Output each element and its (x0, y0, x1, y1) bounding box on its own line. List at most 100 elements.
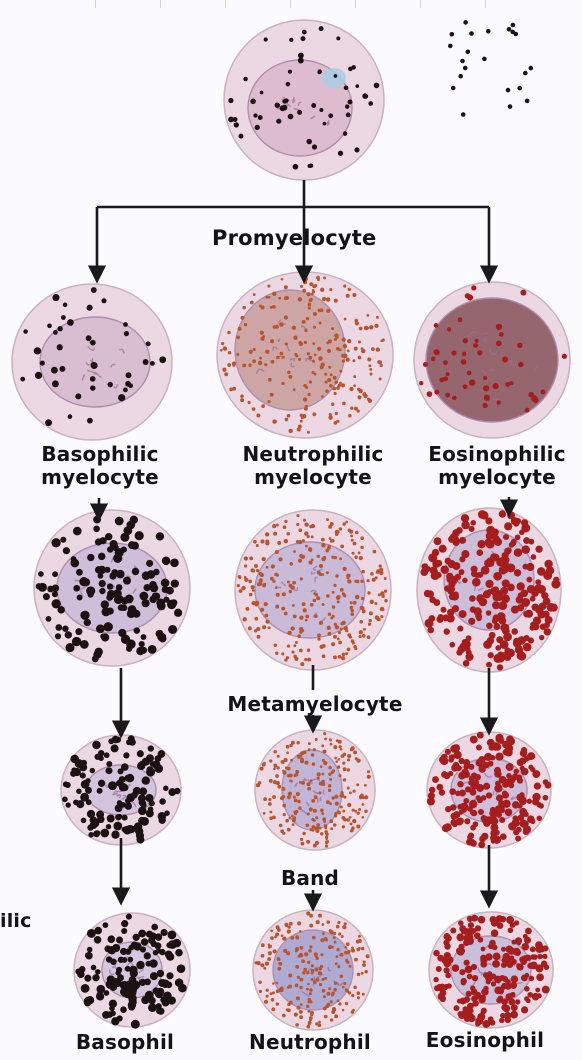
granule (343, 131, 348, 136)
granule (312, 762, 315, 765)
granule (482, 1020, 490, 1028)
granule (326, 800, 330, 804)
granule (259, 572, 263, 576)
granule (362, 993, 365, 996)
granule (471, 996, 478, 1003)
granule (307, 352, 310, 355)
granule (273, 949, 277, 953)
granule (343, 753, 347, 757)
granule (287, 371, 290, 374)
granule (375, 615, 379, 619)
granule (260, 767, 264, 771)
granule (320, 938, 324, 942)
granule (529, 66, 534, 71)
granule (285, 766, 288, 769)
granule (530, 954, 535, 959)
granule (338, 641, 342, 645)
granule (87, 591, 93, 597)
granule (344, 946, 347, 949)
granule (232, 387, 236, 391)
granule (263, 583, 266, 586)
granule (286, 82, 291, 87)
granule (52, 294, 59, 301)
granule (367, 579, 370, 582)
granule (95, 538, 102, 545)
granule (292, 326, 296, 330)
granule (98, 553, 105, 560)
granule (164, 810, 170, 816)
granule (146, 931, 153, 938)
granule (477, 540, 485, 548)
granule (293, 796, 296, 799)
granule (340, 748, 343, 751)
granule (135, 531, 144, 540)
granule (55, 633, 61, 639)
granule (85, 952, 91, 958)
granule (329, 288, 332, 291)
granule (288, 584, 292, 588)
granule (351, 552, 354, 555)
granule (504, 548, 511, 555)
granule (104, 990, 110, 996)
granule (362, 803, 365, 806)
granule (310, 1013, 313, 1016)
granule (122, 815, 128, 821)
granule (273, 780, 277, 784)
granule (312, 289, 315, 292)
granule (478, 996, 485, 1003)
granule (496, 324, 502, 330)
granule (350, 612, 354, 616)
granule (120, 981, 129, 990)
granule (241, 586, 245, 590)
granule (282, 1014, 286, 1018)
granule (268, 296, 271, 299)
granule (123, 752, 129, 758)
granule (148, 997, 156, 1005)
granule (464, 818, 470, 824)
granule (376, 316, 379, 319)
granule (270, 393, 274, 397)
granule (510, 922, 516, 928)
granule (319, 108, 323, 112)
granule (325, 842, 328, 845)
granule (528, 765, 533, 770)
granule (469, 526, 475, 532)
granule (423, 362, 428, 367)
granule (356, 824, 360, 828)
granule (349, 792, 352, 795)
granule (94, 936, 102, 944)
granule (331, 327, 334, 330)
granule (169, 941, 175, 947)
granule (220, 349, 223, 352)
granule (131, 1020, 140, 1029)
granule (267, 285, 270, 288)
granule (476, 784, 484, 792)
granule (325, 845, 328, 848)
label-metamyelocyte: Metamyelocyte (220, 692, 410, 716)
granule (299, 755, 302, 758)
granule (469, 379, 475, 385)
granule (336, 948, 339, 951)
granule (342, 402, 346, 406)
granule (300, 1003, 303, 1006)
granule (329, 384, 333, 388)
granule (431, 357, 436, 362)
granule (306, 1025, 310, 1029)
granule (492, 593, 501, 602)
granule (442, 614, 449, 621)
granule (303, 397, 307, 401)
granule (533, 398, 538, 403)
granule (278, 297, 281, 300)
granule (350, 407, 353, 410)
granule (467, 1014, 473, 1020)
granule (346, 113, 351, 118)
granule (463, 338, 468, 343)
granule (255, 125, 260, 130)
granule (511, 606, 519, 614)
granule (463, 660, 470, 667)
granule (287, 795, 291, 799)
granule (146, 560, 153, 567)
granule (429, 597, 436, 604)
granule (448, 44, 453, 49)
granule (307, 961, 310, 964)
